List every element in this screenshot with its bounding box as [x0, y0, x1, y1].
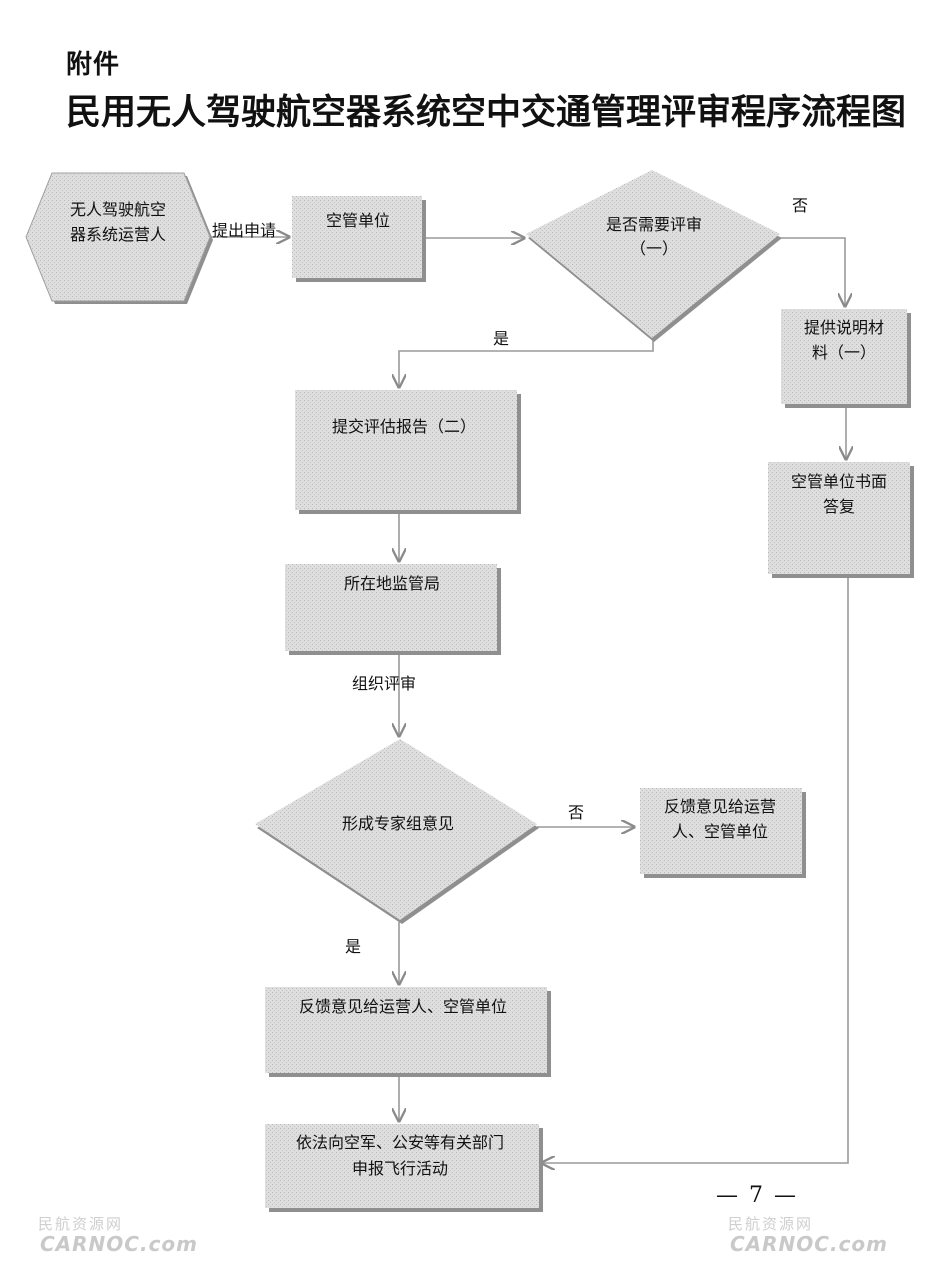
- node-need-review-line-1: 是否需要评审: [606, 215, 702, 234]
- node-expert-opinion: 形成专家组意见: [255, 739, 539, 924]
- attachment-label: 附件: [66, 50, 121, 80]
- node-regional-bureau-label: 所在地监管局: [344, 574, 440, 593]
- node-feedback-yes: 反馈意见给运营人、空管单位: [265, 987, 551, 1077]
- label-no-review: 否: [792, 196, 808, 215]
- node-regional-bureau: 所在地监管局: [285, 564, 501, 655]
- connectors: [208, 237, 848, 1163]
- node-feedback-no: 反馈意见给运营 人、空管单位: [640, 788, 806, 878]
- node-declare-flight: 依法向空军、公安等有关部门 申报飞行活动: [265, 1124, 543, 1212]
- node-feedback-no-line-2: 人、空管单位: [672, 822, 768, 841]
- node-atc-written-reply-line-2: 答复: [823, 497, 855, 516]
- watermark-left-logo: CARNOC.com: [40, 1232, 199, 1256]
- node-atc-unit: 空管单位: [292, 196, 426, 282]
- edge-decision-no: [780, 237, 845, 306]
- label-yes-expert: 是: [345, 937, 361, 956]
- edge-reply-to-declare: [542, 577, 849, 1163]
- node-submit-report: 提交评估报告（二）: [295, 390, 521, 514]
- node-declare-flight-line-2: 申报飞行活动: [352, 1159, 448, 1178]
- node-operator-line-2: 器系统运营人: [70, 225, 166, 244]
- node-operator: 无人驾驶航空 器系统运营人: [25, 172, 213, 304]
- node-need-review-line-2: （一）: [630, 239, 678, 258]
- label-organize-review: 组织评审: [352, 674, 416, 693]
- node-atc-unit-label: 空管单位: [326, 211, 390, 230]
- watermark-right-cn: 民航资源网: [728, 1215, 814, 1233]
- label-yes-review: 是: [493, 329, 509, 348]
- node-provide-materials-line-1: 提供说明材: [804, 318, 884, 337]
- node-atc-written-reply-line-1: 空管单位书面: [791, 472, 887, 491]
- watermark-right-logo: CARNOC.com: [730, 1232, 889, 1256]
- node-provide-materials-line-2: 料（一）: [812, 343, 876, 362]
- page-title: 民用无人驾驶航空器系统空中交通管理评审程序流程图: [66, 92, 907, 133]
- watermark-left-cn: 民航资源网: [38, 1215, 124, 1233]
- page-number: — 7 —: [716, 1183, 798, 1208]
- node-feedback-yes-label: 反馈意见给运营人、空管单位: [299, 997, 507, 1016]
- node-declare-flight-line-1: 依法向空军、公安等有关部门: [296, 1133, 504, 1152]
- label-no-expert: 否: [568, 803, 584, 822]
- node-provide-materials: 提供说明材 料（一）: [781, 309, 911, 408]
- node-operator-line-1: 无人驾驶航空: [70, 200, 166, 219]
- node-expert-opinion-label: 形成专家组意见: [342, 814, 454, 833]
- edge-decision-yes: [399, 338, 654, 387]
- node-submit-report-label: 提交评估报告（二）: [332, 417, 476, 436]
- label-submit-application: 提出申请: [212, 221, 276, 240]
- node-need-review: 是否需要评审 （一）: [526, 170, 782, 342]
- node-feedback-no-line-1: 反馈意见给运营: [664, 797, 776, 816]
- node-atc-written-reply: 空管单位书面 答复: [768, 462, 914, 578]
